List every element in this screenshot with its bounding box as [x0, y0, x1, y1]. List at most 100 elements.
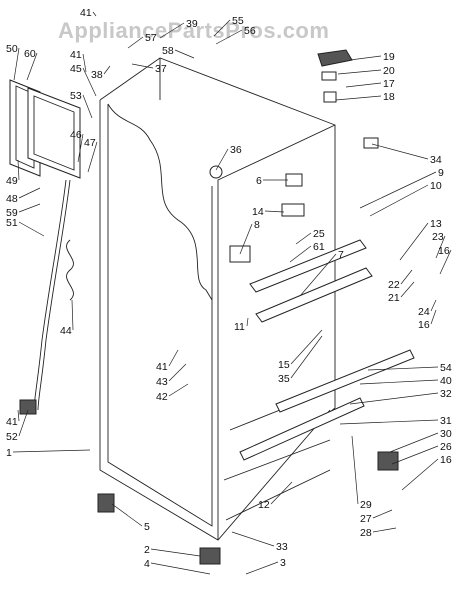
callout-leader — [17, 159, 20, 181]
part-callout-47: 47 — [84, 137, 96, 149]
part-callout-25: 25 — [313, 228, 325, 240]
part-callout-30: 30 — [440, 428, 452, 440]
callout-leader — [13, 47, 20, 81]
part-callout-37: 37 — [155, 63, 167, 75]
hinge-parts — [209, 49, 379, 263]
callout-leader — [150, 548, 201, 557]
part-callout-20: 20 — [383, 65, 395, 77]
callout-leader — [82, 67, 97, 97]
part-callout-27: 27 — [360, 513, 372, 525]
callout-leader — [435, 235, 446, 259]
part-callout-10: 10 — [430, 180, 442, 192]
callout-leader — [401, 458, 439, 491]
callout-leader — [231, 531, 275, 547]
part-callout-5: 5 — [144, 521, 150, 533]
part-callout-7: 7 — [338, 249, 344, 261]
part-callout-38: 38 — [91, 69, 103, 81]
part-callout-14: 14 — [252, 206, 264, 218]
callout-leader — [18, 221, 45, 237]
part-callout-23: 23 — [432, 231, 444, 243]
part-callout-28: 28 — [360, 527, 372, 539]
part-callout-11: 11 — [234, 321, 245, 333]
callout-leader — [299, 253, 337, 297]
callout-leader — [400, 281, 415, 298]
callout-leader — [213, 19, 231, 37]
callout-leader — [26, 52, 38, 81]
callout-leader — [131, 63, 154, 69]
callout-leader — [246, 317, 249, 327]
refrigerator-cabinet — [99, 57, 336, 541]
part-callout-49: 49 — [6, 175, 18, 187]
part-callout-15: 15 — [278, 359, 290, 371]
part-callout-57: 57 — [145, 32, 157, 44]
part-callout-56: 56 — [244, 25, 256, 37]
part-callout-21: 21 — [388, 292, 400, 304]
callout-leader — [290, 329, 323, 365]
part-callout-48: 48 — [6, 193, 18, 205]
part-callout-3: 3 — [280, 557, 286, 569]
part-callout-16: 16 — [440, 454, 452, 466]
callout-leader — [77, 133, 84, 163]
freezer-door-gasket-frame — [9, 79, 81, 179]
callout-leader — [367, 366, 439, 371]
part-callout-35: 35 — [278, 373, 290, 385]
part-callout-32: 32 — [440, 388, 452, 400]
callout-leader — [337, 69, 382, 75]
callout-leader — [12, 449, 91, 453]
callout-leader — [372, 509, 393, 519]
part-callout-22: 22 — [388, 279, 400, 291]
callout-leader — [111, 503, 143, 527]
callout-leader — [335, 95, 382, 101]
part-callout-40: 40 — [440, 375, 452, 387]
callout-leader — [349, 392, 439, 405]
crisper-rails — [239, 239, 415, 461]
part-callout-41: 41 — [70, 49, 82, 61]
leveling-rollers — [19, 399, 399, 565]
callout-leader — [359, 171, 437, 209]
part-callout-45: 45 — [70, 63, 82, 75]
callout-leader — [289, 245, 312, 263]
callout-leader — [150, 562, 211, 575]
part-callout-51: 51 — [6, 217, 18, 229]
part-callout-46: 46 — [70, 129, 82, 141]
callout-leader — [351, 435, 359, 505]
callout-leader — [127, 36, 144, 49]
callout-leader — [389, 432, 439, 453]
part-callout-41: 41 — [156, 361, 168, 373]
part-callout-19: 19 — [383, 51, 395, 63]
part-callout-55: 55 — [232, 15, 244, 27]
callout-leader — [345, 82, 382, 88]
part-callout-29: 29 — [360, 499, 372, 511]
callout-leader — [399, 222, 429, 261]
callout-leader — [168, 349, 179, 367]
part-callout-42: 42 — [156, 391, 168, 403]
part-callout-12: 12 — [258, 499, 270, 511]
callout-leader — [18, 203, 41, 213]
callout-leader — [239, 223, 253, 255]
callout-leader — [359, 379, 439, 385]
callout-leader — [439, 249, 452, 275]
callout-leader — [17, 409, 20, 422]
part-callout-33: 33 — [276, 541, 288, 553]
part-callout-61: 61 — [313, 241, 325, 253]
part-callout-24: 24 — [418, 306, 430, 318]
part-callout-26: 26 — [440, 441, 452, 453]
part-callout-39: 39 — [186, 18, 198, 30]
callout-leader — [82, 94, 93, 119]
part-callout-58: 58 — [162, 45, 174, 57]
part-callout-44: 44 — [60, 325, 72, 337]
part-callout-16: 16 — [418, 319, 430, 331]
part-callout-13: 13 — [430, 218, 442, 230]
callout-leader — [87, 141, 98, 173]
callout-leader — [369, 184, 429, 217]
part-callout-16: 16 — [438, 245, 450, 257]
callout-leader — [372, 527, 397, 533]
callout-leader — [71, 299, 74, 331]
callout-leader — [168, 363, 187, 382]
part-callout-60: 60 — [24, 48, 36, 60]
drain-tube-and-harness — [33, 179, 74, 411]
callout-leader — [391, 445, 439, 465]
part-callout-31: 31 — [440, 415, 452, 427]
